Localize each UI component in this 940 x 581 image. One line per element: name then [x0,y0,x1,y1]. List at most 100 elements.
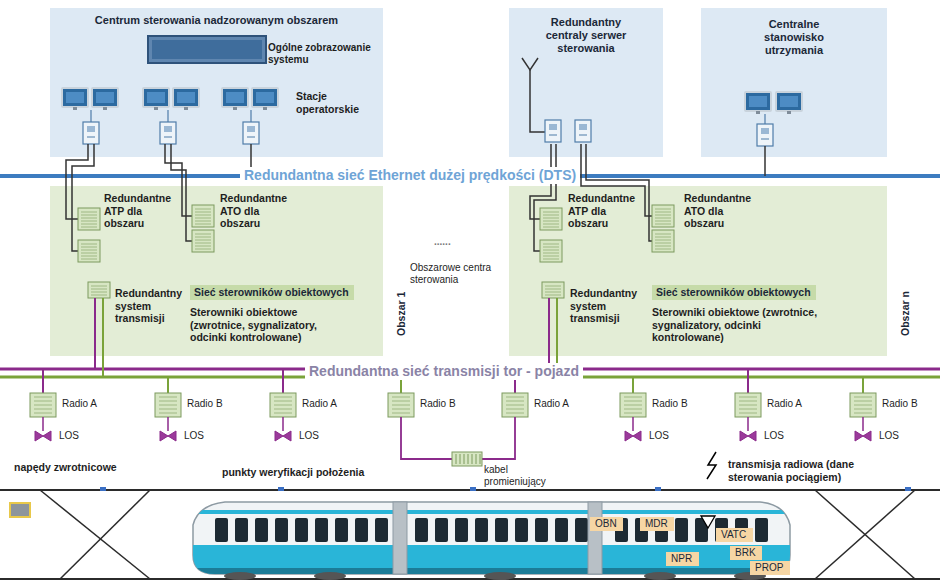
monitor-stand [263,107,267,110]
los-antenna [625,431,641,441]
radio-drop [747,369,749,393]
station-icon [545,120,561,142]
display-screen [152,40,262,59]
rack-slot [543,215,559,216]
train-livery [190,510,795,577]
monitor-icon [252,88,278,107]
radio-slot [506,405,524,406]
rack-slot [655,224,671,225]
radio-slot [739,413,757,414]
radio-drop [42,369,44,393]
rack-slot [543,224,559,225]
rack-icon [652,205,674,227]
station-icon [575,120,591,142]
rack-icon [540,240,562,262]
cable-stripe [468,454,469,464]
rack-slot [195,218,211,219]
radio-slot [159,397,177,398]
rack-slot [81,256,97,257]
panel-title: Redundantny centraly serwer sterowania [531,16,641,56]
monitor-stand [233,107,237,110]
antenna-stem [42,417,44,431]
radio-slot [274,405,292,406]
monitor-icon [143,88,169,107]
radio-label: Radio A [534,398,569,410]
radio-slot [159,401,177,402]
station-slot [247,137,255,138]
cable-stripe [460,454,461,464]
switch-track [60,490,150,579]
train-window [555,518,568,542]
pantograph-symbol [701,516,715,528]
panel-illustration [701,8,887,157]
box-text: VATC [721,529,748,541]
radio-slot [739,397,757,398]
cable-feed [482,417,515,459]
network-wire [72,144,94,251]
panel-title: Centrum sterowania nadzorowanym obszarem [50,14,383,27]
train-window [575,518,588,542]
rack-icon [192,205,214,227]
train-window [495,518,508,542]
radio-link-symbol [707,452,716,479]
box-text: BRK [735,547,757,559]
monitor-stand [103,107,107,110]
cable-feed [401,417,452,459]
station-panel [761,128,769,134]
radio-slot [624,413,642,414]
radio-label: Radio A [767,398,802,410]
rack-slot [195,224,211,225]
rack-slot [545,286,561,287]
rack-slot [543,212,559,213]
station-panel [87,126,95,132]
switch-track [40,490,150,579]
rack-slot [81,218,97,219]
monitor-stand [73,107,77,110]
rack-slot [195,249,211,250]
los-label: LOS [184,430,204,442]
radio-slot [854,413,872,414]
network-wire [764,146,766,176]
train-window [535,518,548,542]
rack-slot [655,209,671,210]
bus-feed [94,298,96,369]
rack-slot [543,253,559,254]
train-window [335,518,348,542]
antenna-symbol [522,58,538,70]
los-label: LOS [649,430,669,442]
train-window [435,518,448,542]
rail [0,578,940,580]
verification-point [100,487,106,491]
unit-box: NPR [666,552,699,566]
point-label: punkty weryfikacji położenia [222,466,364,479]
rack-slot [195,221,211,222]
rack-icon [78,208,100,230]
rack-slot [655,234,671,235]
monitor-screen [147,92,165,103]
rack-slot [655,240,671,241]
radio-icon [620,393,646,417]
rack-slot [81,247,97,248]
radio-slot [624,405,642,406]
radio-slot [739,405,757,406]
radio-icon [155,393,181,417]
train-window [755,518,768,542]
radio-drop [632,377,634,393]
monitor-screen [256,92,274,103]
display-label: Ogólne zobrazowanie systemu [268,42,380,66]
area-name: Obszar n [899,291,912,336]
train-stripe [190,510,795,514]
antenna-stem [862,417,864,431]
unit-box: BRK [730,546,762,560]
network-wire [171,144,192,241]
station-panel [164,126,172,132]
bus-feed [548,298,550,369]
radio-slot [506,413,524,414]
monitor-screen [749,96,767,107]
transmission-label: Redundantny system transmisji [115,287,190,325]
train-window [315,518,328,542]
maintenance-panel: Centralne stanowisko utrzymania [701,8,887,157]
rack-slot [543,218,559,219]
train-window [415,518,428,542]
